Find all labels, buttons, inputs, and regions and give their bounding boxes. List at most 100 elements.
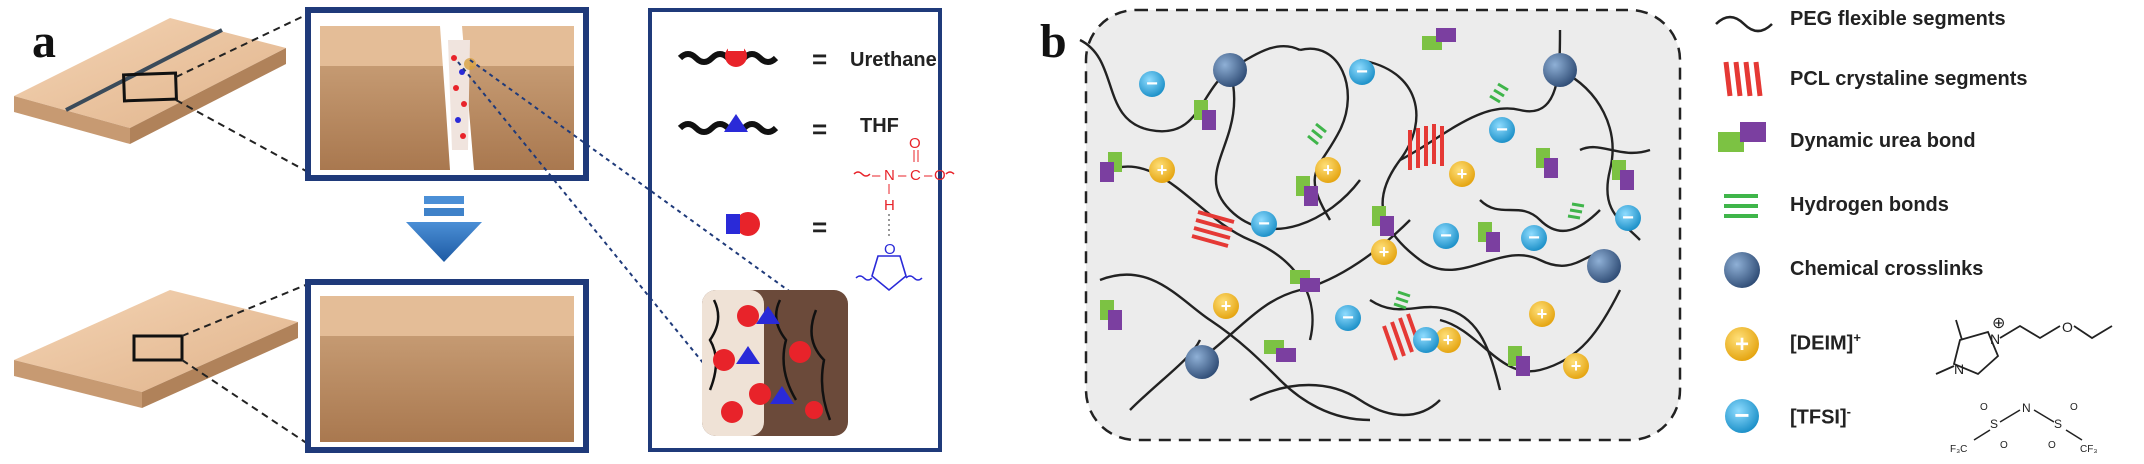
svg-text:+: + [1457,164,1468,184]
svg-text:+: + [1221,296,1232,316]
zoom-lines [175,13,309,445]
peg-chains [1079,29,1651,422]
svg-text:+: + [1537,304,1548,324]
legend-label-anion: [TFSI]- [1790,404,1851,430]
urea-5 [1536,148,1558,178]
svg-text:−: − [1146,73,1158,95]
legend-pcl-icon [1723,61,1763,97]
legend-label-pcl: PCL crystaline segments [1790,68,2028,90]
chem-o2: O [934,167,946,184]
chem-dash1: – [872,167,881,184]
svg-text:N: N [1990,331,2000,347]
panel-b-letter: b [1040,15,1067,68]
svg-text:−: − [1440,225,1452,247]
urethane-symbol [677,43,779,67]
svg-text:+: + [1157,160,1168,180]
pcl-1 [1408,124,1444,170]
xl-1 [1213,53,1247,87]
inset-lines [457,59,797,419]
svg-text:S: S [1990,417,1998,431]
network-frame [1084,8,1682,442]
eq-1: = [812,44,827,74]
svg-text:O: O [1980,402,1988,413]
anion-charge: - [1846,404,1851,419]
legend-label-cation: [DEIM]+ [1790,330,1861,356]
hbond-symbol [726,212,760,236]
interface-inset [702,290,848,436]
slab-bottom-healed [14,290,298,408]
cation-3: + [1449,161,1475,187]
legend-crosslink-icon [1724,252,1760,288]
deim-structure: N N ⊕ O [1935,315,2113,377]
anions: − − − − − − − − − [1139,59,1641,353]
hbond-chem-structure: – N – C O – O H O [853,135,955,292]
pcl-3 [1382,313,1422,361]
chem-h: H [884,197,895,214]
xl-3 [1587,249,1621,283]
svg-text:+: + [1379,242,1390,262]
svg-text:−: − [1496,119,1508,141]
hydrogen-bonds [1307,82,1585,310]
legend-icons: + − [1715,15,1773,433]
svg-text:–: – [924,167,933,184]
svg-text:−: − [1622,207,1634,229]
svg-text:S: S [2054,417,2062,431]
svg-text:−: − [1342,307,1354,329]
xl-2 [1543,53,1577,87]
legend-hbond-icon [1724,194,1758,218]
svg-text:O: O [2062,319,2073,335]
urea-2 [1100,152,1122,182]
chem-dash2: – [898,167,907,184]
svg-text:O: O [2000,440,2008,451]
svg-text:−: − [1734,400,1749,430]
anion-8: − [1335,305,1361,331]
legend-label-hbond: Hydrogen bonds [1790,194,1949,216]
svg-text:N: N [2022,401,2031,415]
cation-5: + [1213,293,1239,319]
hb-4 [1393,290,1411,310]
svg-text:+: + [1571,356,1582,376]
cations: + + + + + + + + [1149,157,1589,379]
anion-4: − [1251,211,1277,237]
chem-n: N [884,167,895,184]
legend-label-crosslink: Chemical crosslinks [1790,258,1984,280]
anion-5: − [1433,223,1459,249]
chem-o1: O [909,135,921,152]
cation-7: + [1529,301,1555,327]
svg-text:CF₃: CF₃ [2080,444,2097,455]
urea-7 [1478,222,1500,252]
legend-anion-icon: − [1725,399,1759,433]
anion-9: − [1413,327,1439,353]
svg-text:−: − [1258,213,1270,235]
urea-6 [1612,160,1634,190]
urethane-label: Urethane [850,49,937,71]
svg-text:⊕: ⊕ [1992,315,2005,332]
anion-2: − [1349,59,1375,85]
thf-label: THF [860,115,899,137]
zoom-frame-damaged [305,7,589,181]
chem-ring-o: O [884,241,896,258]
svg-text:−: − [1420,329,1432,351]
anion-6: − [1521,225,1547,251]
cation-8: + [1563,353,1589,379]
cation-name: [DEIM] [1790,332,1854,355]
svg-text:N: N [1954,361,1964,377]
svg-text:O: O [2048,440,2056,451]
hb-1 [1307,122,1327,146]
svg-text:+: + [1735,331,1749,358]
anion-1: − [1139,71,1165,97]
svg-text:F₃C: F₃C [1950,444,1967,455]
healing-arrow [406,196,482,262]
anion-name: [TFSI] [1790,406,1847,429]
panel-a-letter: a [32,15,56,68]
legend-label-urea: Dynamic urea bond [1790,130,1976,152]
svg-text:+: + [1323,160,1334,180]
urea-4 [1372,206,1394,236]
eq-2: = [812,114,827,144]
equals-signs: = = = [812,44,827,242]
hb-2 [1489,82,1509,104]
cation-6: + [1435,327,1461,353]
thf-symbol [677,114,779,135]
svg-text:O: O [2070,402,2078,413]
legend-cation-icon: + [1725,327,1759,361]
